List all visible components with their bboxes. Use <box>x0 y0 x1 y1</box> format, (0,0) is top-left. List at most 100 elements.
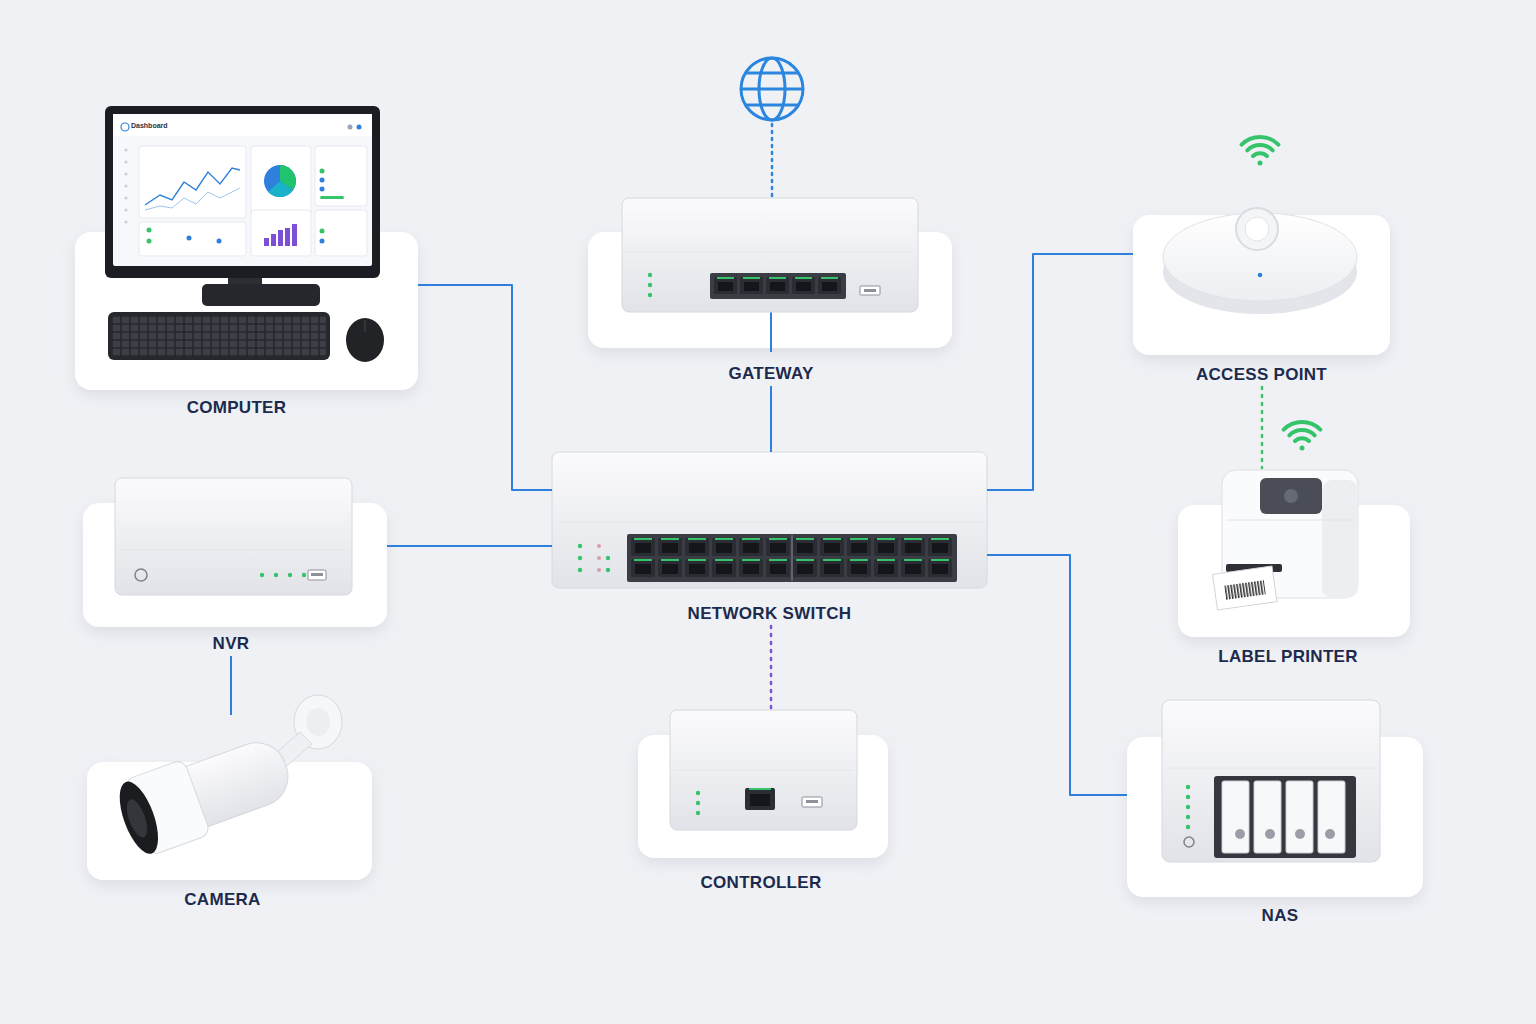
computer-illustration <box>357 125 362 130</box>
wifi-icon <box>1253 153 1267 156</box>
controller-illustration <box>696 811 700 815</box>
computer-illustration <box>364 320 365 332</box>
computer-illustration <box>124 148 127 223</box>
camera-illustration <box>123 797 152 840</box>
device-node: CAMERA <box>87 715 372 912</box>
controller-illustration <box>696 791 700 795</box>
switch-illustration <box>578 556 582 560</box>
computer-illustration <box>217 239 222 244</box>
nas-illustration <box>1214 776 1356 858</box>
wifi-icon <box>1284 422 1321 430</box>
device-node: NVR <box>83 478 387 656</box>
camera-illustration <box>111 727 299 861</box>
computer-illustration <box>271 234 276 246</box>
nas-illustration <box>1222 781 1345 853</box>
computer-illustration <box>320 229 325 234</box>
label-printer-illustration <box>1224 580 1266 599</box>
network-cable <box>418 285 552 490</box>
nvr-illustration <box>115 478 352 595</box>
wifi-icon <box>1289 430 1314 435</box>
nvr-illustration <box>260 573 264 577</box>
computer-illustration <box>147 239 152 244</box>
controller-illustration <box>806 800 818 803</box>
switch-illustration <box>552 452 987 588</box>
device-label: ACCESS POINT <box>1133 363 1390 387</box>
computer-illustration <box>105 106 380 278</box>
computer-illustration <box>145 188 240 210</box>
switch-illustration <box>578 544 610 572</box>
computer-illustration <box>202 284 320 306</box>
computer-illustration <box>320 196 344 199</box>
computer-illustration <box>124 148 127 151</box>
nvr-illustration <box>311 573 323 576</box>
computer-illustration <box>105 106 384 362</box>
nvr-illustration <box>308 570 326 580</box>
label-printer-illustration <box>1213 566 1277 610</box>
computer-illustration <box>124 196 127 199</box>
computer-illustration <box>315 146 367 206</box>
label-printer-illustration <box>1213 470 1358 610</box>
wifi-icon <box>1258 161 1263 166</box>
controller-illustration <box>802 797 822 807</box>
label-printer-illustration <box>1284 489 1298 503</box>
computer-illustration <box>251 146 311 216</box>
nas-illustration <box>1286 781 1313 853</box>
computer-illustration <box>264 224 297 246</box>
controller-illustration <box>750 794 770 806</box>
network-cable <box>770 386 772 452</box>
nvr-illustration <box>260 573 306 577</box>
device-label: NETWORK SWITCH <box>552 602 987 626</box>
wireless-link <box>1261 387 1264 468</box>
nas-illustration <box>1166 768 1376 769</box>
device-label: NAS <box>1132 904 1428 928</box>
device-node: NAS <box>1127 700 1423 928</box>
computer-illustration <box>124 172 127 175</box>
computer-illustration <box>268 181 293 197</box>
nas-illustration <box>1265 829 1275 839</box>
wifi-icon <box>1300 446 1305 451</box>
device-node: COMPUTER <box>75 100 418 420</box>
device-node: LABEL PRINTER <box>1178 468 1410 669</box>
computer-illustration <box>264 238 269 246</box>
wifi-icon <box>1242 137 1279 145</box>
label-printer-illustration <box>1322 480 1358 598</box>
nvr-illustration <box>135 569 147 581</box>
camera-illustration <box>306 708 330 736</box>
switch-illustration <box>597 568 601 572</box>
computer-illustration <box>113 114 372 136</box>
switch-illustration <box>597 544 601 548</box>
controller-illustration <box>670 710 857 830</box>
nas-illustration <box>1318 781 1345 853</box>
nas-illustration <box>1295 829 1305 839</box>
computer-illustration <box>320 169 325 174</box>
nvr-illustration <box>302 573 306 577</box>
computer-illustration <box>320 239 325 244</box>
nas-illustration <box>1235 829 1335 839</box>
wifi-icon <box>1284 422 1321 451</box>
device-label: NVR <box>79 632 383 656</box>
computer-illustration <box>315 210 367 256</box>
device-node: NETWORK SWITCH <box>552 452 987 626</box>
gateway-illustration <box>648 273 652 277</box>
computer-illustration <box>278 230 283 246</box>
switch-illustration <box>791 535 793 581</box>
switch-illustration <box>578 544 582 548</box>
device-label: CAMERA <box>80 888 365 912</box>
computer-illustration <box>251 210 311 256</box>
nas-illustration <box>1325 829 1335 839</box>
nas-illustration <box>1186 795 1190 799</box>
switch-illustration <box>627 534 957 582</box>
computer-illustration <box>124 208 127 211</box>
gateway-illustration <box>648 283 652 287</box>
computer-illustration <box>187 236 192 241</box>
nvr-illustration <box>119 550 348 551</box>
gateway-illustration <box>864 289 876 292</box>
nvr-illustration <box>115 478 352 595</box>
nas-illustration <box>1162 700 1380 862</box>
device-node: GATEWAY <box>588 198 952 386</box>
computer-illustration <box>285 228 290 246</box>
controller-illustration <box>696 801 700 805</box>
access-point-illustration <box>1163 213 1357 301</box>
